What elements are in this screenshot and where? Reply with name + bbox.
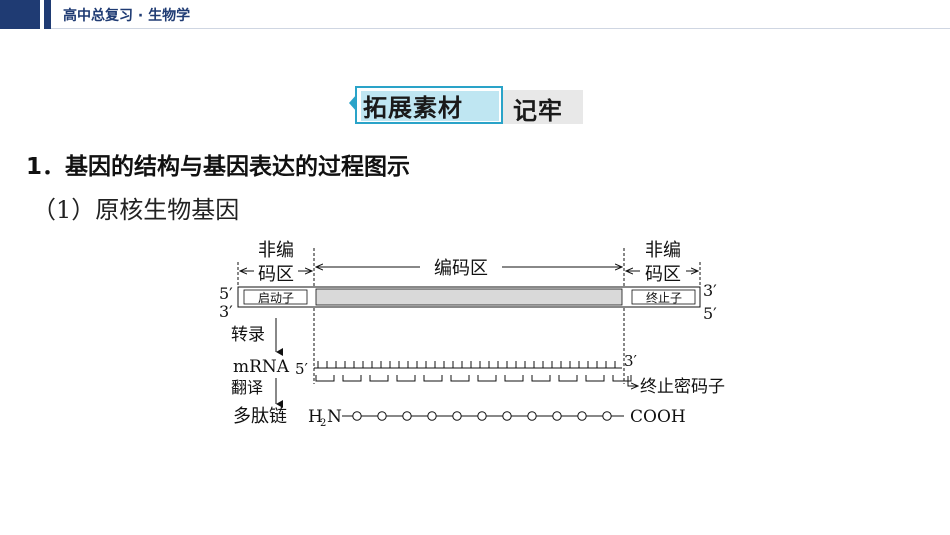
- coding-region-box: [315, 288, 623, 306]
- banner-subtitle: 记牢: [513, 97, 563, 125]
- terminator-label: 终止子: [646, 290, 682, 305]
- header-bar-block: [0, 0, 40, 29]
- banner-box: [355, 86, 503, 124]
- coding-label: 编码区: [434, 258, 488, 279]
- dna-3-end-right: 3′: [703, 281, 717, 300]
- codon-bracket: [531, 375, 551, 382]
- promoter-box: [243, 289, 308, 305]
- stop-codon-arrow: [627, 376, 638, 386]
- header-divider: [51, 28, 950, 29]
- amino-acid: [427, 411, 437, 421]
- banner-tab: [503, 90, 583, 124]
- codon-bracket: [504, 375, 524, 382]
- carboxyl-terminus: COOH: [630, 407, 686, 427]
- transcription-label: 转录: [231, 325, 265, 345]
- mrna-3-end: 3′: [624, 352, 638, 370]
- amino-acid: [602, 411, 612, 421]
- mrna-label: mRNA: [233, 357, 290, 377]
- section-heading: 1．基因的结构与基因表达的过程图示: [26, 154, 411, 180]
- codon-bracket: [342, 375, 362, 382]
- amino-acid: [552, 411, 562, 421]
- codon-bracket: [450, 375, 470, 382]
- codon-bracket: [396, 375, 416, 382]
- noncoding-left-label-2: 码区: [258, 264, 294, 285]
- codon-bracket: [315, 375, 335, 382]
- codon-bracket: [369, 375, 389, 382]
- codon-bracket: [423, 375, 443, 382]
- mrna-5-end: 5′: [295, 360, 309, 378]
- header-title: 高中总复习 · 生物学: [63, 8, 191, 24]
- dna-5-end-left: 5′: [219, 284, 233, 303]
- amino-terminus-n: N: [327, 407, 342, 427]
- stop-codon-label: 终止密码子: [640, 377, 725, 397]
- banner-box-fill: [361, 91, 499, 121]
- mrna-bases: [317, 361, 616, 368]
- codon-bracket: [558, 375, 578, 382]
- amino-acid: [452, 411, 462, 421]
- codon-bracket: [612, 375, 632, 382]
- amino-acid: [527, 411, 537, 421]
- amino-acid: [577, 411, 587, 421]
- translation-label: 翻译: [231, 378, 263, 397]
- banner-notch-icon: [349, 94, 357, 112]
- header-bar-stripe: [44, 0, 51, 29]
- dna-5-end-right: 5′: [703, 304, 717, 323]
- codon-bracket: [477, 375, 497, 382]
- codon-brackets: [315, 375, 632, 382]
- amino-acid: [502, 411, 512, 421]
- section-subheading: （1）原核生物基因: [32, 196, 240, 224]
- amino-acid: [352, 411, 362, 421]
- banner-title: 拓展素材: [363, 94, 463, 122]
- amino-acid: [377, 411, 387, 421]
- noncoding-right-label-1: 非编: [645, 240, 681, 261]
- promoter-label: 启动子: [258, 291, 294, 305]
- amino-terminus-h: H: [308, 407, 323, 427]
- noncoding-right-label-2: 码区: [645, 264, 681, 285]
- amino-terminus-sub: 2: [320, 418, 326, 429]
- codon-bracket: [585, 375, 605, 382]
- dna-3-end-left: 3′: [219, 302, 233, 321]
- amino-acid: [402, 411, 412, 421]
- amino-acid: [477, 411, 487, 421]
- amino-acid-chain: [342, 411, 624, 421]
- terminator-box: [631, 289, 696, 305]
- polypeptide-label: 多肽链: [233, 406, 287, 427]
- noncoding-left-label-1: 非编: [258, 240, 294, 261]
